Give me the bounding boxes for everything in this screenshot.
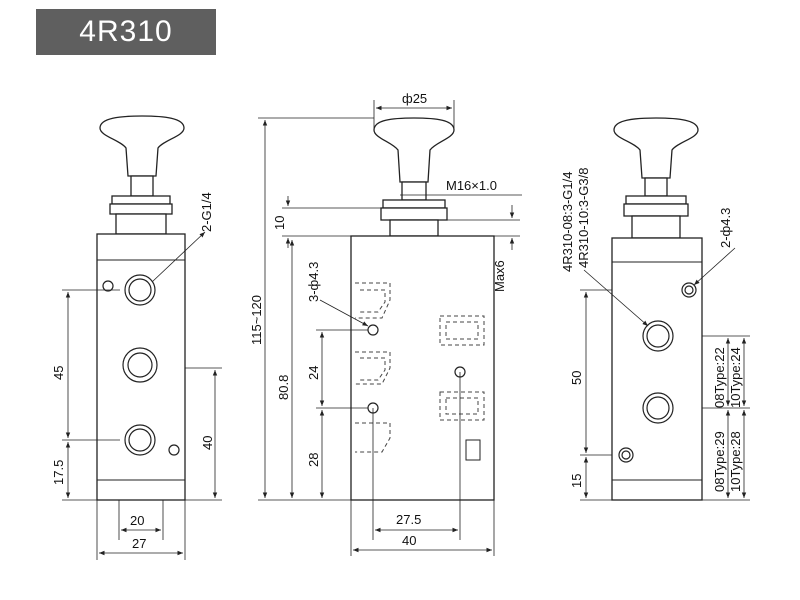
right-nut-top [625, 195, 687, 205]
left-neck [115, 213, 167, 235]
left-stem [130, 175, 154, 197]
left-view: 2-G1/4 45 17.5 40 20 27 [51, 115, 222, 560]
right-type08-22: 08Type:22 [712, 347, 727, 408]
right-nut [623, 203, 689, 217]
middle-dim-24: 24 [306, 366, 321, 380]
middle-neck [389, 219, 439, 237]
model-title-badge: 4R310 [36, 9, 216, 55]
middle-nut-top [382, 199, 446, 209]
right-stem [644, 177, 668, 197]
middle-dim-10: 10 [272, 216, 287, 230]
right-push-knob [613, 117, 699, 179]
model-title: 4R310 [79, 15, 173, 48]
left-dim-27: 27 [132, 536, 146, 551]
left-dim-40: 40 [200, 436, 215, 450]
right-model-10-label: 4R310-10:3-G3/8 [576, 168, 591, 268]
middle-nut [380, 207, 448, 221]
left-dim-20: 20 [130, 513, 144, 528]
right-type10-24: 10Type:24 [728, 347, 743, 408]
left-push-knob [99, 115, 185, 177]
right-holes-label: 2-ф4.3 [718, 208, 733, 248]
left-dim-45: 45 [51, 366, 66, 380]
middle-dim-80-8: 80.8 [276, 375, 291, 400]
right-model-08-label: 4R310-08:3-G1/4 [560, 172, 575, 272]
middle-mount-hole-1 [367, 324, 379, 336]
right-view: 4R310-08:3-G1/4 4R310-10:3-G3/8 2-ф4.3 5… [560, 117, 750, 501]
right-type08-29: 08Type:29 [712, 431, 727, 492]
middle-dim-28: 28 [306, 453, 321, 467]
middle-thread-label: M16×1.0 [446, 178, 497, 193]
right-dim-15: 15 [569, 474, 584, 488]
middle-push-knob [373, 117, 455, 183]
middle-dim-115-120: 115~120 [249, 295, 264, 345]
middle-valve-body [350, 235, 495, 501]
left-nut-top [111, 195, 171, 205]
left-nut [109, 203, 173, 215]
middle-view: 3-ф4.3 ф25 M16×1.0 10 Max6 115~120 80.8 [249, 91, 522, 556]
left-mount-hole-2 [168, 444, 180, 456]
left-port-label: 2-G1/4 [199, 192, 214, 232]
right-type10-28: 10Type:28 [728, 431, 743, 492]
right-dim-50: 50 [569, 371, 584, 385]
middle-dim-max6: Max6 [492, 260, 507, 292]
middle-dim-phi25: ф25 [402, 91, 427, 106]
middle-dim-40: 40 [402, 533, 416, 548]
middle-dim-27-5: 27.5 [396, 512, 421, 527]
left-mount-hole [102, 280, 114, 292]
middle-holes-label: 3-ф4.3 [306, 262, 321, 302]
right-neck [631, 215, 681, 239]
middle-stem [401, 181, 427, 201]
left-dim-17-5: 17.5 [51, 460, 66, 485]
